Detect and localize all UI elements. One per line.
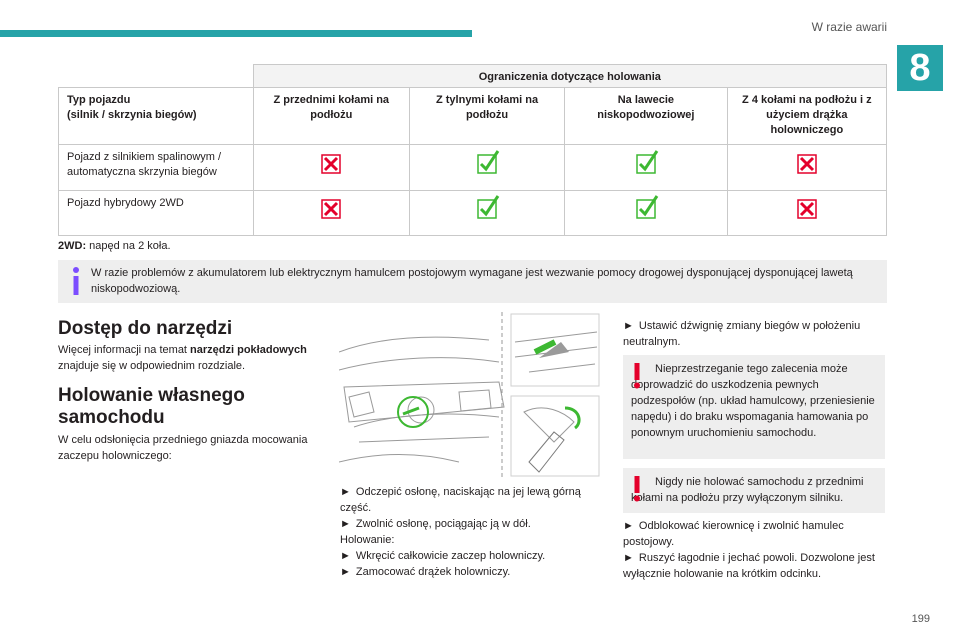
list-item: ►Odblokować kierownicę i zwolnić hamulec… bbox=[623, 518, 885, 550]
warning-box: Nigdy nie holować samochodu z przednimi … bbox=[623, 468, 885, 513]
list-item: ►Ruszyć łagodnie i jechać powoli. Dozwol… bbox=[623, 550, 885, 582]
warning-box: Nieprzestrzeganie tego zalecenia może do… bbox=[623, 355, 885, 459]
page-number: 199 bbox=[911, 613, 930, 625]
step-text: Ruszyć łagodnie i jechać powoli. Dozwolo… bbox=[623, 552, 875, 580]
abbreviation-note: 2WD: napęd na 2 koła. bbox=[58, 240, 171, 252]
abbreviation-text: napęd na 2 koła. bbox=[86, 240, 171, 252]
list-item: ► Zwolnić osłonę, pociągając ją w dół. bbox=[340, 516, 602, 532]
info-box: W razie problemów z akumulatorem lub ele… bbox=[58, 260, 887, 303]
arrow-icon: ► bbox=[340, 566, 351, 578]
column-header-four-wheels-tow-bar: Z 4 kołami na podłożu i z użyciem drążka… bbox=[726, 87, 888, 145]
warning-icon bbox=[634, 363, 640, 389]
chapter-number-badge: 8 bbox=[897, 45, 943, 91]
warning-text: Nieprzestrzeganie tego zalecenia może do… bbox=[631, 363, 875, 439]
arrow-icon: ► bbox=[623, 552, 634, 564]
tools-paragraph: Więcej informacji na temat narzędzi pokł… bbox=[58, 342, 328, 374]
check-icon bbox=[477, 149, 500, 178]
step-text: Odczepić osłonę, naciskając na jej lewą … bbox=[340, 486, 581, 514]
table-group-header: Ograniczenia dotyczące holowania bbox=[252, 64, 888, 88]
check-icon bbox=[477, 195, 500, 223]
list-item: ►Ustawić dźwignię zmiany biegów w położe… bbox=[623, 318, 885, 350]
column-header-front-wheels: Z przednimi kołami na podłożu bbox=[252, 87, 411, 145]
warning-text: Nigdy nie holować samochodu z przednimi … bbox=[631, 476, 864, 504]
row-label: Pojazd hybrydowy 2WD bbox=[58, 190, 254, 236]
arrow-icon: ► bbox=[340, 550, 351, 562]
list-item: ►Odczepić osłonę, naciskając na jej lewą… bbox=[340, 484, 602, 516]
step-text: Ustawić dźwignię zmiany biegów w położen… bbox=[623, 320, 861, 348]
step-text: Wkręcić całkowicie zaczep holowniczy. bbox=[355, 550, 546, 562]
step-text: Zwolnić osłonę, pociągając ją w dół. bbox=[355, 518, 531, 530]
towing-eye-illustration bbox=[339, 312, 600, 477]
towing-restrictions-table: Ograniczenia dotyczące holowania Typ poj… bbox=[58, 64, 888, 236]
towing-paragraph: W celu odsłonięcia przedniego gniazda mo… bbox=[58, 434, 308, 462]
step-text: Zamocować drążek holowniczy. bbox=[355, 566, 511, 578]
list-item: ► Zamocować drążek holowniczy. bbox=[340, 564, 602, 580]
cross-icon bbox=[797, 199, 817, 223]
column-header-rear-wheels: Z tylnymi kołami na podłożu bbox=[408, 87, 566, 145]
towing-steps: ►Odczepić osłonę, naciskając na jej lewą… bbox=[340, 484, 602, 580]
tools-text-before: Więcej informacji na temat bbox=[58, 344, 191, 356]
step-text: Odblokować kierownicę i zwolnić hamulec … bbox=[623, 520, 844, 548]
warning-icon bbox=[634, 476, 640, 502]
check-icon bbox=[636, 195, 659, 223]
arrow-icon: ► bbox=[340, 518, 351, 530]
chapter-title: W razie awarii bbox=[811, 20, 887, 34]
row-label: Pojazd z silnikiem spalinowym / automaty… bbox=[58, 144, 254, 191]
chapter-accent-bar bbox=[0, 30, 472, 37]
empty-header-cell bbox=[58, 64, 254, 88]
table-row: Pojazd hybrydowy 2WD bbox=[58, 190, 888, 236]
arrow-icon: ► bbox=[340, 486, 351, 498]
arrow-icon: ► bbox=[623, 320, 634, 332]
section-title-towing: Holowanie własnego samochodu bbox=[58, 385, 245, 428]
step-text: Holowanie: bbox=[340, 534, 395, 546]
column-header-flatbed: Na lawecie niskopodwoziowej bbox=[564, 87, 728, 145]
tools-text-bold: narzędzi pokładowych bbox=[190, 344, 307, 356]
list-item: Holowanie: bbox=[340, 532, 602, 548]
neutral-gear-step: ►Ustawić dźwignię zmiany biegów w położe… bbox=[623, 318, 885, 350]
check-icon bbox=[636, 149, 659, 178]
table-row: Pojazd z silnikiem spalinowym / automaty… bbox=[58, 144, 888, 191]
final-steps: ►Odblokować kierownicę i zwolnić hamulec… bbox=[623, 518, 885, 582]
tools-text-after: znajduje się w odpowiednim rozdziale. bbox=[58, 360, 246, 372]
section-title-tools: Dostęp do narzędzi bbox=[58, 318, 233, 339]
abbreviation-term: 2WD: bbox=[58, 240, 87, 252]
cross-icon bbox=[321, 199, 342, 223]
list-item: ► Wkręcić całkowicie zaczep holowniczy. bbox=[340, 548, 602, 564]
cross-icon bbox=[321, 153, 342, 178]
cross-icon bbox=[797, 153, 817, 178]
info-icon bbox=[73, 267, 79, 295]
column-header-vehicle-type: Typ pojazdu (silnik / skrzynia biegów) bbox=[58, 87, 254, 145]
arrow-icon: ► bbox=[623, 520, 634, 532]
info-text: W razie problemów z akumulatorem lub ele… bbox=[91, 267, 853, 295]
